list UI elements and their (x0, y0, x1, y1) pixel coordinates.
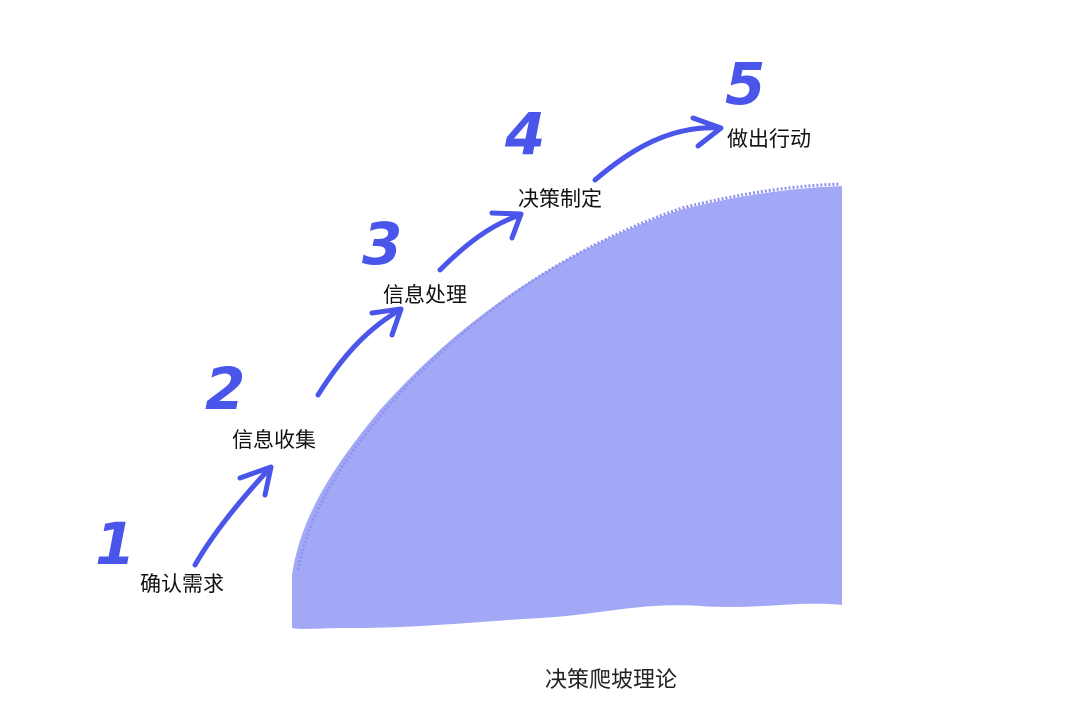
step-label-5: 做出行动 (727, 127, 811, 151)
arrow-3-to-4 (437, 210, 524, 273)
step-number-1: 1 (95, 510, 136, 578)
step-number-3: 3 (362, 210, 403, 278)
step-number-4: 4 (505, 100, 546, 168)
step-label-2: 信息收集 (232, 428, 316, 452)
arrow-1-to-2 (192, 464, 274, 568)
step-number-2: 2 (205, 355, 246, 423)
arrow-2-to-3 (315, 306, 404, 398)
hill-edge (296, 182, 841, 571)
step-label-4: 决策制定 (518, 187, 602, 211)
diagram-caption: 决策爬坡理论 (545, 668, 678, 693)
step-label-1: 确认需求 (140, 572, 224, 596)
step-label-3: 信息处理 (383, 283, 467, 307)
arrow-4-to-5 (592, 115, 724, 183)
hill-shape (292, 186, 842, 629)
step-number-5: 5 (725, 50, 766, 118)
